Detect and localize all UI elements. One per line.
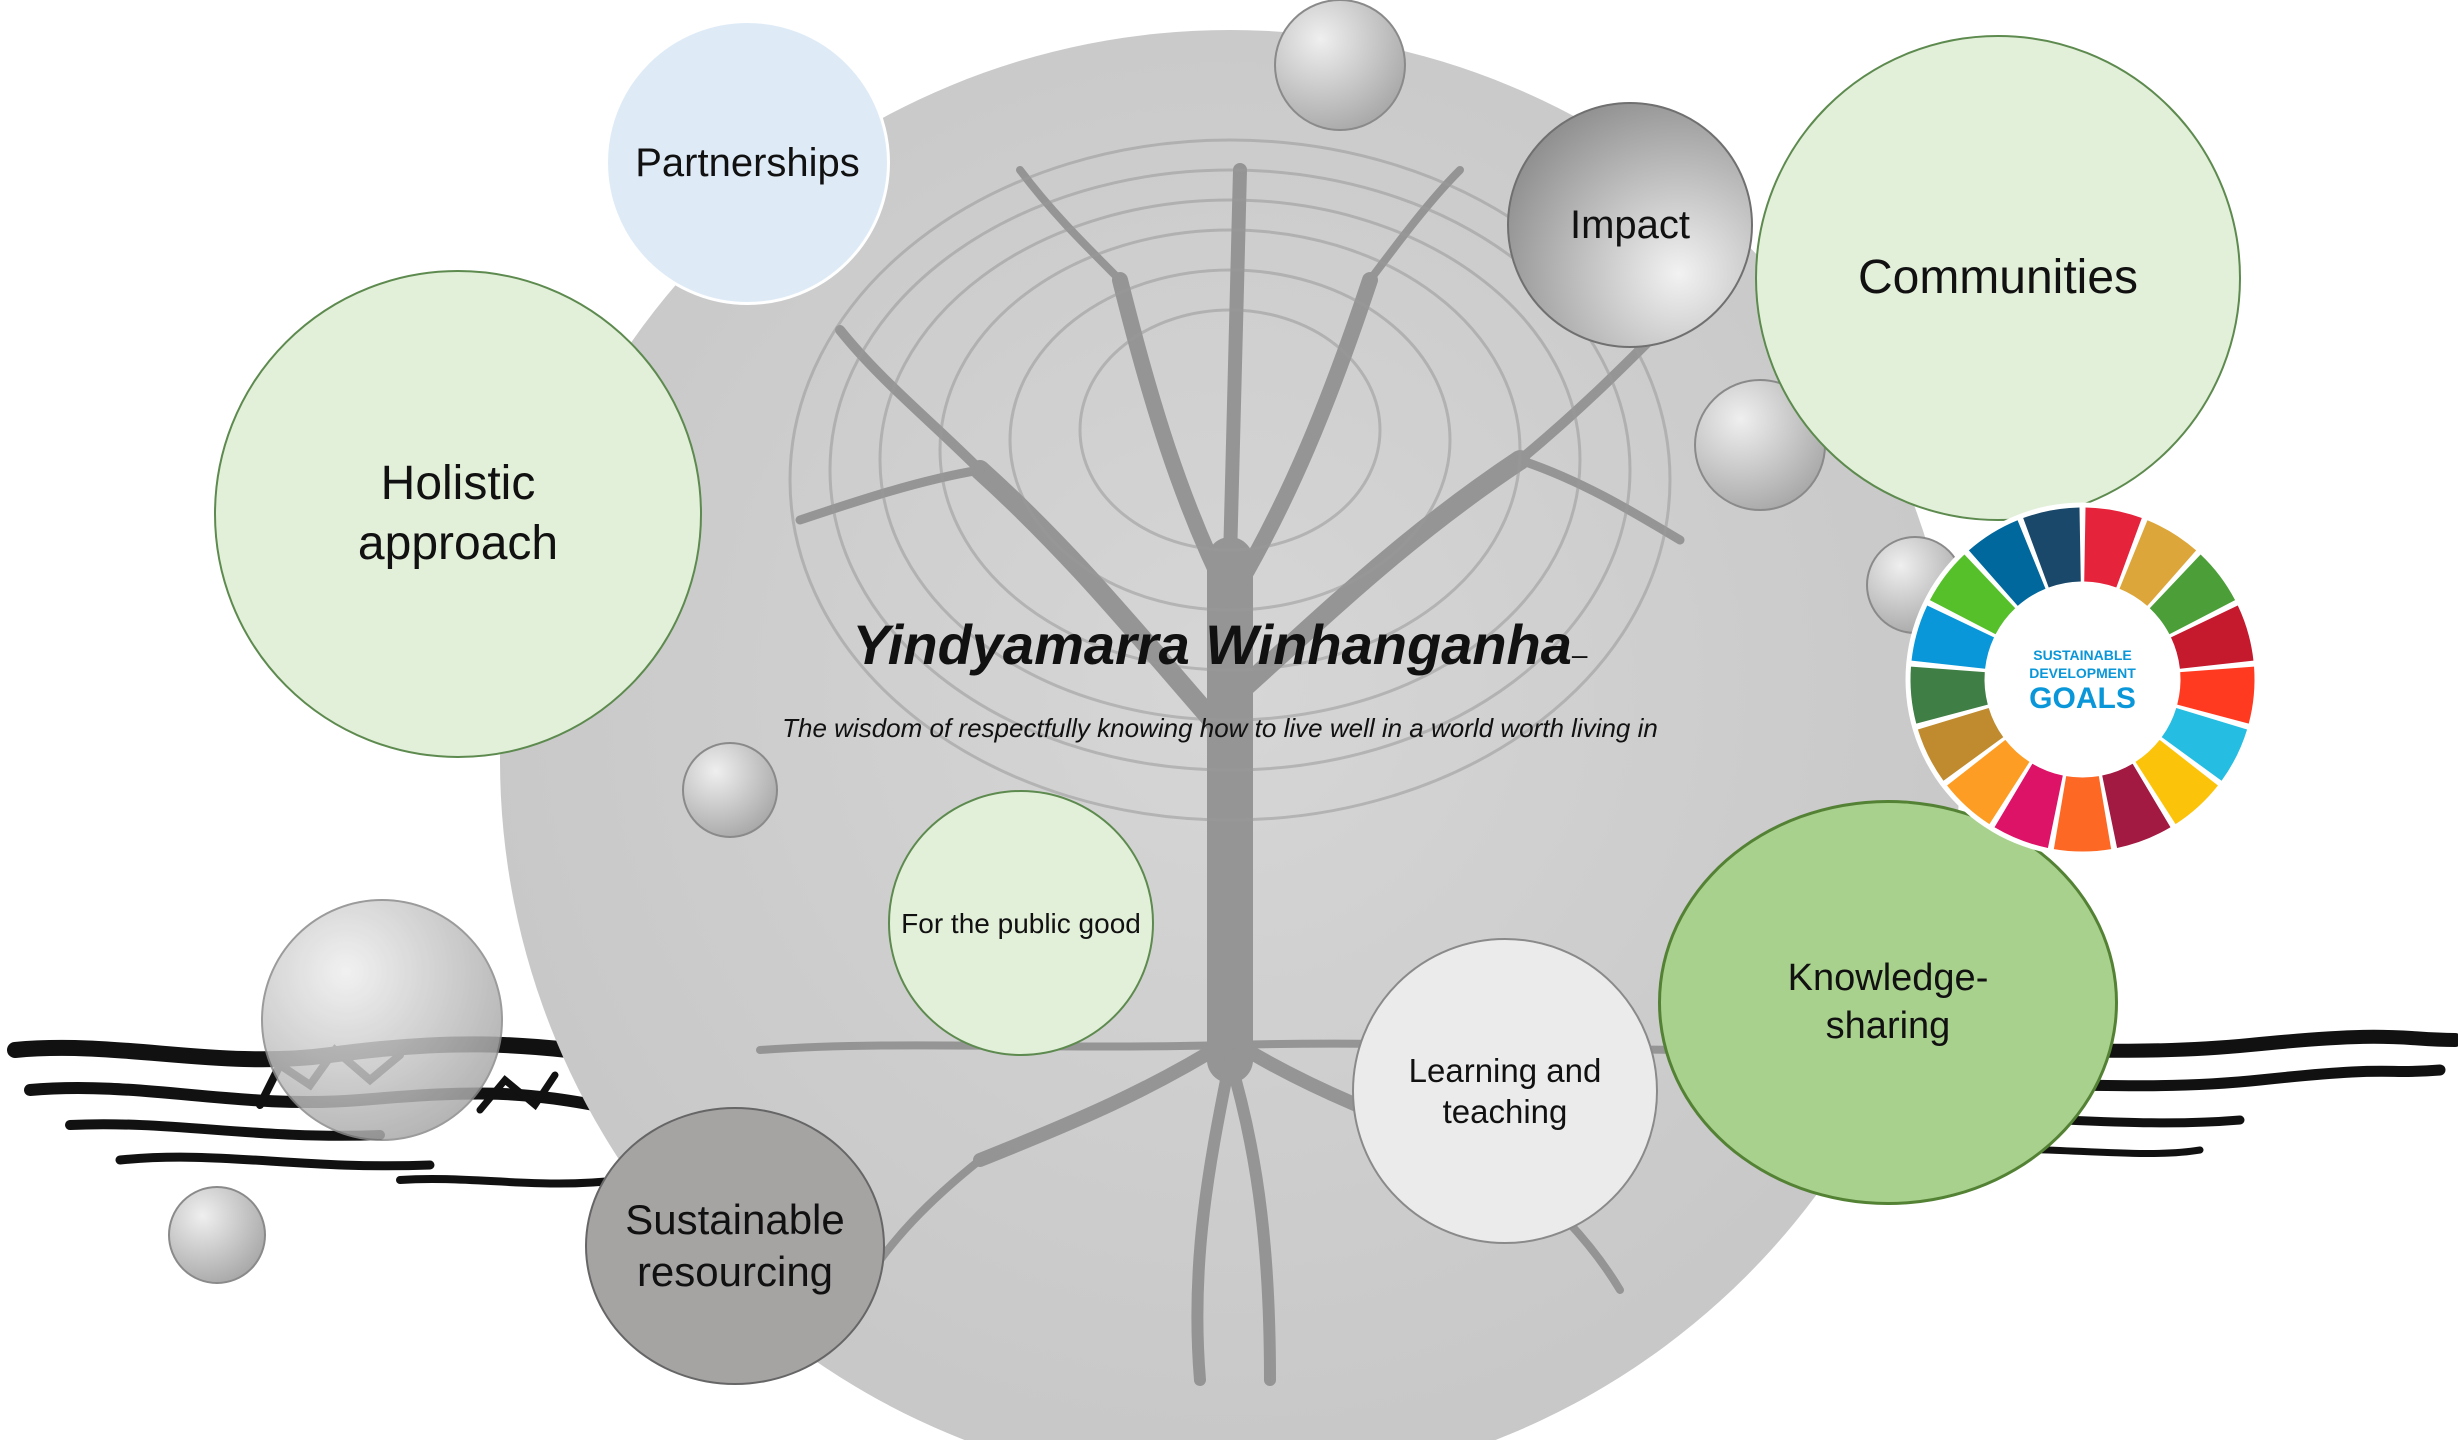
holistic-approach-label: Holistic approach — [357, 457, 559, 570]
sdg-line-3: GOALS — [2029, 682, 2136, 715]
sdg-segment — [1910, 666, 1988, 724]
sdg-segment — [1911, 605, 1995, 669]
tree-canopy — [788, 138, 1672, 822]
decorative-circle — [168, 1186, 266, 1284]
sdg-segment — [2084, 507, 2142, 588]
sdg-segment — [2053, 776, 2112, 852]
partnerships-bubble: Partnerships — [605, 20, 890, 305]
partnerships-label: Partnerships — [635, 140, 860, 185]
title-text: Yindyamarra Winhanganha — [852, 613, 1572, 676]
learning-teaching-bubble: Learning and teaching — [1352, 938, 1658, 1244]
sdg-segment — [1917, 707, 2004, 781]
title-dash: – — [1571, 639, 1588, 670]
decorative-circle — [682, 742, 778, 838]
impact-circle-shape — [1507, 102, 1753, 348]
sdg-segment — [2023, 507, 2081, 588]
sdg-logo: SUSTAINABLE DEVELOPMENT GOALS — [1905, 502, 2260, 857]
impact-label: Impact — [1569, 203, 1691, 247]
communities-label: Communities — [1857, 251, 2139, 304]
sdg-segment — [2149, 554, 2236, 635]
sdg-segment — [2135, 739, 2218, 825]
knowledge-sharing-bubble: Knowledge-sharing — [1658, 800, 2118, 1205]
central-title: Yindyamarra Winhanganha– — [720, 612, 1720, 677]
communities-bubble: Communities — [1755, 35, 2241, 521]
learning-teaching-label: Learning and teaching — [1408, 1051, 1602, 1130]
sdg-segment — [2119, 520, 2197, 606]
impact-bubble: Impact — [1508, 103, 1752, 347]
sdg-segment — [1994, 763, 2063, 848]
sustainable-resourcing-bubble: Sustainable resourcing — [585, 1107, 885, 1385]
holistic-approach-bubble: Holistic approach — [214, 270, 702, 758]
knowledge-sharing-label: Knowledge-sharing — [1787, 957, 1989, 1047]
sdg-segment — [2102, 763, 2171, 848]
decorative-circle — [261, 899, 503, 1141]
sustainable-resourcing-label: Sustainable resourcing — [625, 1195, 845, 1296]
sdg-segment — [2177, 666, 2255, 724]
sdg-wheel — [1910, 507, 2255, 852]
public-good-bubble: For the public good — [888, 790, 1154, 1056]
sdg-segment — [1929, 554, 2016, 635]
sdg-segment — [2170, 605, 2254, 669]
sdg-line-1: SUSTAINABLE — [2033, 647, 2132, 663]
sdg-segment — [1968, 520, 2046, 606]
central-subtitle: The wisdom of respectfully knowing how t… — [782, 713, 1658, 743]
sdg-segment — [1947, 739, 2030, 825]
public-good-label: For the public good — [901, 907, 1141, 939]
decorative-circle — [1274, 0, 1406, 131]
sdg-line-2: DEVELOPMENT — [2029, 665, 2136, 681]
sdg-segment — [2161, 707, 2248, 781]
